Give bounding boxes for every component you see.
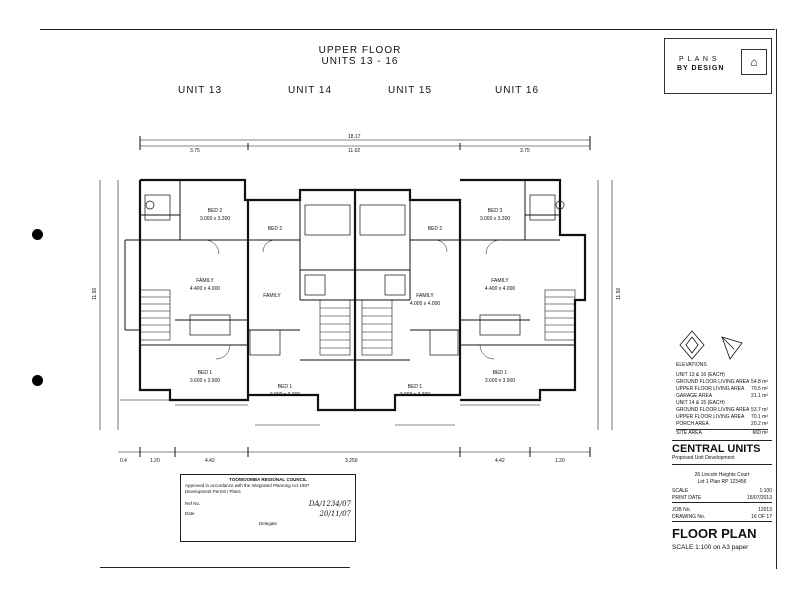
dim-top-inner: 11.02 <box>348 148 360 154</box>
binder-hole-top <box>32 229 43 240</box>
dim-bottom-4: 4.42 <box>495 458 505 464</box>
room-size: 3.600 x 3.900 <box>485 378 516 384</box>
dim-bottom-2: 4.42 <box>205 458 215 464</box>
designer-logo: P L A N S BY DESIGN ⌂ <box>664 38 772 94</box>
scan-edge-bottom <box>100 567 350 568</box>
dim-left-side: 11.56 <box>92 288 98 300</box>
binder-hole-bottom <box>32 375 43 386</box>
sheet-scale: SCALE 1:100 on A3 paper <box>672 544 749 551</box>
room-label: BED 1 <box>198 370 213 376</box>
sheet-title: FLOOR PLAN <box>672 526 757 541</box>
room-label: FAMILY <box>196 278 214 284</box>
room-size: 3.600 x 3.900 <box>190 378 221 384</box>
dim-bottom-1: 1.20 <box>150 458 160 464</box>
stamp-delegate: Delegate <box>258 521 277 526</box>
area-row: UNIT 14 & 15 (EACH) <box>676 400 725 406</box>
elevations-compass-icon <box>679 330 743 360</box>
room-label: BED 1 <box>278 384 293 390</box>
unit-label-16: UNIT 16 <box>495 85 540 96</box>
dim-top-right: 3.75 <box>520 148 530 154</box>
project-block: CENTRAL UNITS Proposed Unit Development <box>672 440 772 465</box>
dim-right-side: 11.56 <box>616 288 622 300</box>
council-approval-stamp: TOOWOOMBA REGIONAL COUNCIL Approved in a… <box>180 474 356 542</box>
room-size: 4.400 x 4.000 <box>485 286 516 292</box>
stamp-ref-row: Ref No.DA/1234/07 <box>185 500 351 508</box>
scan-edge-top <box>40 29 775 30</box>
address-line-1: 26 Lincoln Heights Court <box>694 472 750 478</box>
title-line-2: UNITS 13 - 16 <box>321 56 399 67</box>
stamp-line-2: Development Permit / Plans <box>185 489 241 494</box>
room-label: BED 2 <box>268 226 283 232</box>
room-label: FAMILY <box>263 293 281 299</box>
scan-edge-right <box>776 29 777 569</box>
area-schedule: UNIT 13 & 16 (EACH) GROUND FLOOR LIVING … <box>676 372 768 437</box>
dim-bottom-3: 3.250 <box>345 458 358 464</box>
room-label: FAMILY <box>416 293 434 299</box>
room-label: BED 1 <box>408 384 423 390</box>
drawing-no-row: DRAWING No.16 OF 17 <box>672 514 772 522</box>
room-label: BED 1 <box>493 370 508 376</box>
room-size: 3.000 x 3.300 <box>200 216 231 222</box>
stamp-header: TOOWOOMBA REGIONAL COUNCIL <box>229 477 307 482</box>
area-row: UNIT 13 & 16 (EACH) <box>676 372 725 378</box>
room-label: FAMILY <box>491 278 509 284</box>
address-line-2: Lot 1 Plan RP 123456 <box>697 479 747 485</box>
room-size: 3.900 x 3.300 <box>400 392 431 398</box>
logo-brand-line-2: BY DESIGN <box>677 65 725 72</box>
room-size: 4.400 x 4.000 <box>190 286 221 292</box>
room-size: 4.000 x 4.000 <box>410 301 441 307</box>
room-label: BED 3 <box>488 208 503 214</box>
project-address: 26 Lincoln Heights Court Lot 1 Plan RP 1… <box>676 472 768 486</box>
dim-top-left: 3.75 <box>190 148 200 154</box>
dim-bottom-5: 1.20 <box>555 458 565 464</box>
logo-brand-line-1: P L A N S <box>679 56 718 63</box>
room-label: BED 2 <box>208 208 223 214</box>
job-row: JOB No.12013 <box>672 507 772 513</box>
logo-mark-icon: ⌂ <box>741 49 767 75</box>
stamp-line-1: Approved in accordance with the Integrat… <box>185 483 310 488</box>
drawing-title: UPPER FLOOR UNITS 13 - 16 <box>280 45 440 67</box>
dim-overall-top: 18.17 <box>348 134 361 140</box>
elevations-label: ELEVATIONS <box>676 362 707 368</box>
room-size: 3.900 x 3.300 <box>270 392 301 398</box>
dim-bottom-0: 0.4 <box>120 458 127 464</box>
room-label: BED 2 <box>428 226 443 232</box>
project-name: CENTRAL UNITS <box>672 443 761 455</box>
room-size: 3.000 x 3.300 <box>480 216 511 222</box>
unit-label-13: UNIT 13 <box>178 85 223 96</box>
title-line-1: UPPER FLOOR <box>318 45 402 56</box>
project-subtitle: Proposed Unit Development <box>672 455 735 461</box>
unit-label-15: UNIT 15 <box>388 85 433 96</box>
unit-label-14: UNIT 14 <box>288 85 333 96</box>
